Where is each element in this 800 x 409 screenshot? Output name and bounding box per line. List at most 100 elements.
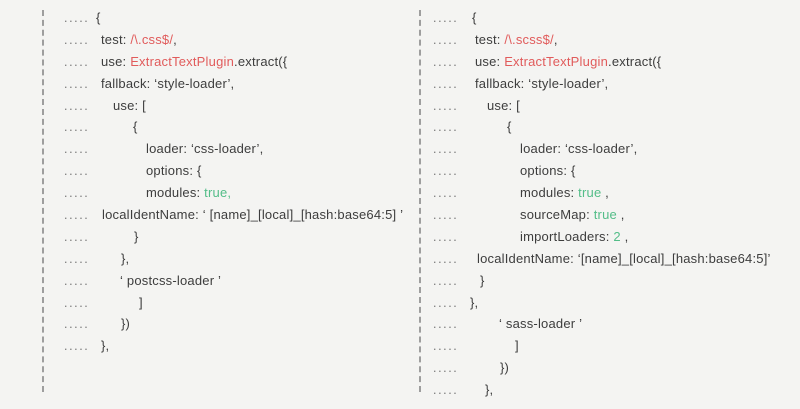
code-line-content: localIdentName: ‘[name]_[local]_[hash:ba…: [477, 248, 771, 270]
code-token: localIdentName: ‘[name]_[local]_[hash:ba…: [477, 250, 771, 266]
code-token: importLoaders:: [520, 228, 614, 244]
code-line-content: sourceMap: true ,: [520, 204, 625, 226]
code-line: ..... fallback: ‘style-loader’,: [44, 73, 403, 95]
code-line: ..... modules: true ,: [421, 182, 771, 204]
code-line: ..... fallback: ‘style-loader’,: [421, 73, 771, 95]
code-line-content: {: [133, 116, 138, 138]
code-token: /\.scss$/: [504, 31, 554, 47]
code-token: /\.css$/: [130, 31, 174, 47]
code-token: .extract({: [608, 53, 662, 69]
code-token: modules:: [146, 185, 205, 201]
leading-whitespace-dots: .....: [433, 76, 459, 91]
code-line-content: test: /\.css$/,: [101, 29, 177, 51]
code-token: use:: [101, 53, 131, 69]
code-line-content: modules: true ,: [520, 182, 609, 204]
code-line-content: loader: ‘css-loader’,: [146, 138, 263, 160]
leading-whitespace-dots: .....: [433, 251, 459, 266]
code-line-content: localIdentName: ‘ [name]_[local]_[hash:b…: [102, 204, 403, 226]
code-line-content: ‘ postcss-loader ’: [120, 270, 221, 292]
code-line-content: modules: true,: [146, 182, 231, 204]
leading-whitespace-dots: .....: [64, 164, 90, 179]
code-token: true: [593, 207, 617, 223]
code-token: loader: ‘css-loader’,: [520, 141, 638, 157]
leading-whitespace-dots: .....: [433, 361, 459, 376]
code-line-content: loader: ‘css-loader’,: [520, 138, 637, 160]
code-line: .....localIdentName: ‘ [name]_[local]_[h…: [44, 204, 403, 226]
code-token: ExtractTextPlugin: [130, 53, 235, 69]
code-line: .....options: {: [44, 160, 403, 182]
leading-whitespace-dots: .....: [433, 186, 459, 201]
code-line-content: fallback: ‘style-loader’,: [475, 73, 608, 95]
code-token: fallback: ‘style-loader’,: [475, 75, 609, 91]
leading-whitespace-dots: .....: [433, 32, 459, 47]
code-token: ExtractTextPlugin: [504, 53, 609, 69]
code-token: ,: [173, 31, 177, 47]
code-line: .....options: {: [421, 160, 771, 182]
code-line-content: {: [472, 7, 477, 29]
code-token: true,: [204, 185, 232, 201]
leading-whitespace-dots: .....: [64, 120, 90, 135]
code-token: }): [500, 360, 510, 376]
code-line-content: }: [134, 226, 139, 248]
leading-whitespace-dots: .....: [64, 32, 90, 47]
code-token: true: [578, 185, 602, 201]
leading-whitespace-dots: .....: [433, 54, 459, 69]
code-line: .....‘ postcss-loader ’: [44, 270, 403, 292]
leading-whitespace-dots: .....: [64, 11, 90, 25]
code-line-content: ]: [139, 292, 143, 314]
leading-whitespace-dots: .....: [433, 98, 459, 113]
leading-whitespace-dots: .....: [433, 295, 459, 310]
code-token: },: [485, 382, 494, 398]
code-token: },: [101, 338, 110, 354]
code-line-content: use: ExtractTextPlugin.extract({: [475, 51, 661, 73]
leading-whitespace-dots: .....: [433, 229, 459, 244]
code-token: use:: [475, 53, 505, 69]
code-line: ..... use: ExtractTextPlugin.extract({: [44, 51, 403, 73]
leading-whitespace-dots: .....: [433, 273, 459, 288]
code-line: .....‘ sass-loader ’: [421, 313, 771, 335]
code-token: use: [: [487, 97, 520, 113]
code-token: },: [470, 294, 479, 310]
code-token: ,: [620, 228, 629, 244]
code-line-content: use: [: [113, 95, 146, 117]
leading-whitespace-dots: .....: [64, 98, 90, 113]
leading-whitespace-dots: .....: [433, 383, 459, 398]
code-line: .....}: [44, 226, 403, 248]
code-line-content: }): [500, 357, 509, 379]
code-token: {: [472, 10, 477, 25]
leading-whitespace-dots: .....: [64, 142, 90, 157]
leading-whitespace-dots: .....: [64, 54, 90, 69]
code-token: ,: [601, 185, 609, 201]
code-line: .....{: [421, 116, 771, 138]
leading-whitespace-dots: .....: [433, 11, 459, 25]
code-token: loader: ‘css-loader’,: [146, 141, 264, 157]
code-line-content: ]: [515, 335, 519, 357]
code-line-content: use: [: [487, 95, 520, 117]
code-line: .....]: [44, 292, 403, 314]
code-line-content: },: [470, 292, 478, 314]
leading-whitespace-dots: .....: [64, 76, 90, 91]
code-line: .....importLoaders: 2 ,: [421, 226, 771, 248]
code-token: ‘ postcss-loader ’: [120, 272, 222, 288]
leading-whitespace-dots: .....: [433, 339, 459, 354]
code-line-content: }: [480, 270, 485, 292]
code-token: {: [133, 119, 138, 135]
code-line-content: use: ExtractTextPlugin.extract({: [101, 51, 287, 73]
code-token: {: [96, 10, 101, 25]
code-line: .....}): [421, 357, 771, 379]
right-dashed-rule: [419, 10, 421, 392]
code-token: ‘ sass-loader ’: [499, 316, 583, 332]
code-token: use: [: [113, 97, 146, 113]
code-line: ..... use: [: [421, 95, 771, 117]
code-line: ..... loader: ‘css-loader’,: [44, 138, 403, 160]
code-line-content: fallback: ‘style-loader’,: [101, 73, 234, 95]
code-panel-scss: .....{.....test: /\.scss$/,.....use: Ext…: [421, 7, 771, 401]
code-line-content: {: [507, 116, 512, 138]
code-line: ..... test: /\.css$/,: [44, 29, 403, 51]
code-line-content: },: [485, 379, 493, 401]
leading-whitespace-dots: .....: [64, 251, 90, 266]
code-line: .....sourceMap: true ,: [421, 204, 771, 226]
code-line-content: },: [121, 248, 129, 270]
code-line: .....}: [421, 270, 771, 292]
